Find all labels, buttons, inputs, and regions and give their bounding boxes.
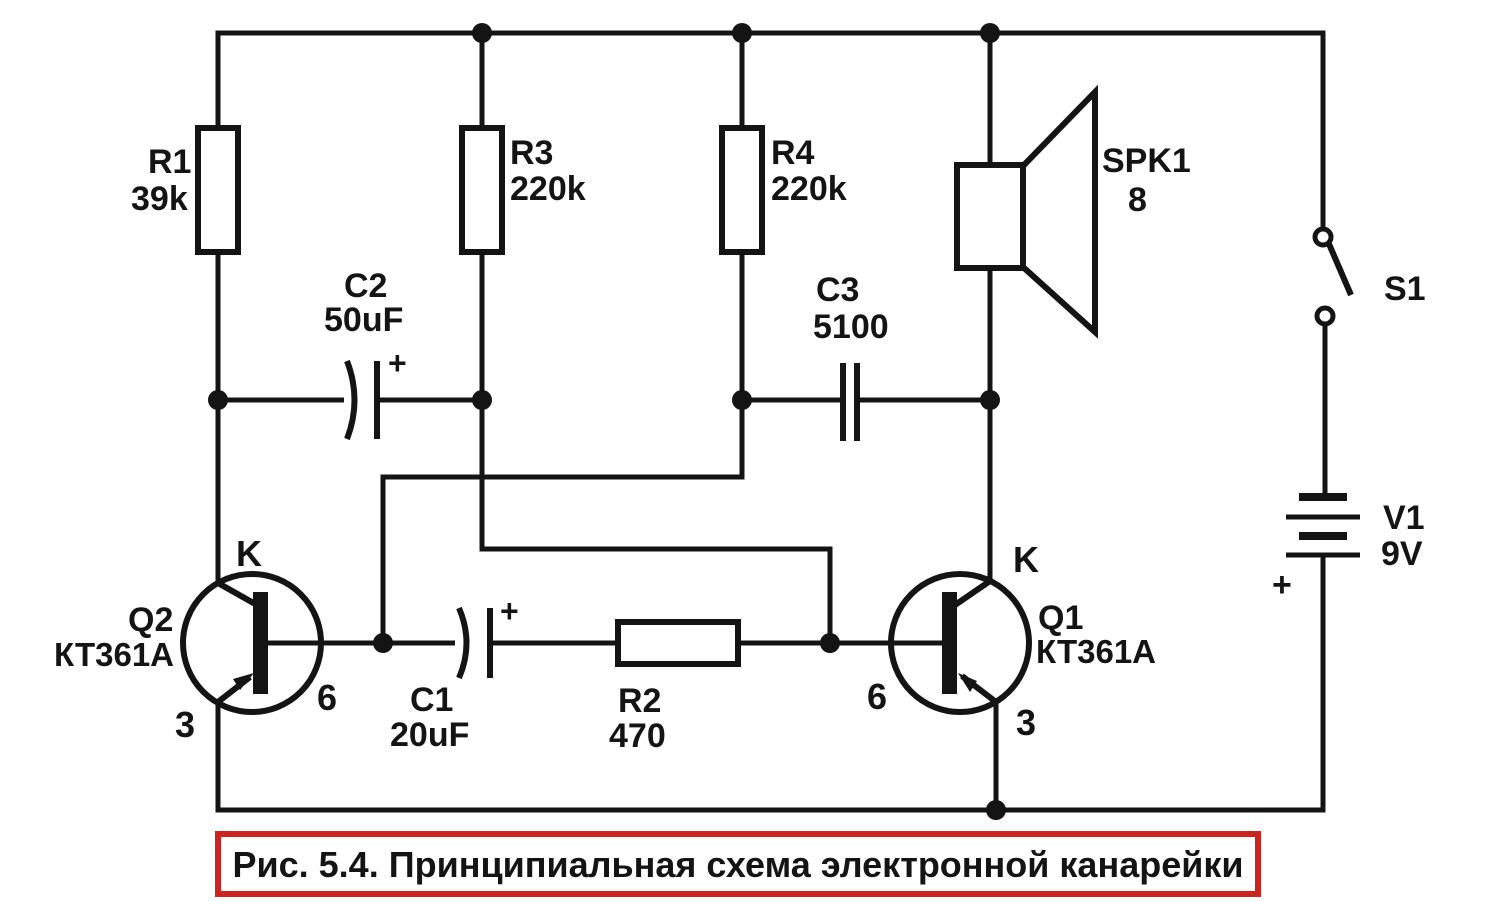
caption-box: Рис. 5.4. Принципиальная схема электронн… [215, 831, 1261, 897]
speaker-body [954, 162, 1026, 271]
junction-dot [980, 390, 1000, 410]
labels: R1 39k R3 220k R4 220k C2 50uF + C3 5100… [54, 134, 1426, 755]
capacitor-c1-symbol [456, 606, 493, 680]
label-c2-ref: C2 [344, 267, 387, 305]
caption-text: Рис. 5.4. Принципиальная схема электронн… [232, 844, 1243, 885]
wire-crosslink-r3-to-q1base [479, 400, 833, 643]
junction-dot [472, 390, 492, 410]
switch-s1-symbol [1312, 226, 1354, 327]
label-q1-pin-emitter: 3 [1016, 702, 1036, 743]
label-s1-ref: S1 [1384, 270, 1426, 308]
label-r3-value: 220k [510, 170, 586, 208]
label-spk1-value: 8 [1128, 181, 1147, 219]
capacitor-c2-curved-plate [344, 359, 358, 441]
label-q1-pin-collector: K [1013, 539, 1039, 580]
transistor-q2-internals [216, 580, 383, 705]
junction-dot [472, 23, 492, 43]
transistor-q1-emitter-arrow [958, 673, 977, 692]
label-c3-ref: C3 [816, 271, 859, 309]
label-c1-ref: C1 [410, 681, 453, 719]
label-q2-value: КТ361А [54, 636, 174, 673]
capacitor-c3-symbol [840, 363, 860, 441]
transistor-q1-collector-line [953, 578, 992, 608]
label-c2-value: 50uF [324, 301, 403, 339]
label-q2-pin-base: 6 [317, 677, 337, 718]
capacitor-c1-curved-plate [456, 606, 470, 680]
label-v1-value: 9V [1381, 535, 1423, 573]
junction-dot [980, 23, 1000, 43]
transistor-q2-collector-line [216, 580, 259, 608]
label-r2-value: 470 [609, 717, 666, 755]
junction-dot [986, 800, 1006, 820]
label-q1-value: КТ361А [1036, 633, 1156, 670]
wire-bottom-rail [215, 554, 1326, 813]
transistor-q2-emitter-arrow [233, 673, 254, 690]
label-r2-ref: R2 [618, 682, 661, 720]
label-q1-ref: Q1 [1038, 599, 1083, 637]
battery-v1-symbol [1286, 493, 1360, 558]
switch-s1-lever [1326, 242, 1354, 297]
wire-top-rail [215, 30, 1326, 400]
transistor-q1-internals [891, 578, 998, 705]
resistor-r2-body [615, 619, 741, 667]
label-r1-value: 39k [131, 180, 188, 218]
resistor-r3-body [459, 125, 505, 255]
switch-s1-bottom-contact [1314, 305, 1336, 327]
label-r4-value: 220k [771, 170, 847, 208]
label-q2-ref: Q2 [128, 601, 173, 639]
label-q1-pin-base: 6 [867, 676, 887, 717]
speaker-horn [1020, 84, 1098, 339]
label-spk1-ref: SPK1 [1102, 142, 1191, 180]
transistor-q2-base-bar [253, 592, 268, 694]
resistor-r4-body [719, 125, 765, 255]
label-c2-plus: + [388, 345, 407, 381]
junction-dot [820, 633, 840, 653]
label-v1-ref: V1 [1383, 499, 1425, 537]
label-c1-value: 20uF [390, 716, 469, 754]
label-q2-pin-emitter: 3 [175, 704, 195, 745]
junction-dot [732, 390, 752, 410]
label-c3-value: 5100 [813, 308, 889, 346]
wire-crosslink-r4-to-q2base [380, 400, 745, 643]
label-r3-ref: R3 [510, 134, 553, 172]
transistor-q1-base-bar [942, 592, 957, 694]
switch-s1-top-contact [1312, 226, 1334, 248]
label-c1-plus: + [500, 593, 519, 629]
label-r1-ref: R1 [148, 143, 191, 181]
resistor-r1-body [195, 125, 241, 255]
capacitor-c2-symbol [344, 359, 380, 441]
junction-dot [732, 23, 752, 43]
label-q2-pin-collector: K [236, 533, 262, 574]
label-r4-ref: R4 [771, 134, 815, 172]
junction-dot [208, 390, 228, 410]
label-v1-plus: + [1272, 566, 1292, 604]
caption-border [215, 831, 1261, 897]
